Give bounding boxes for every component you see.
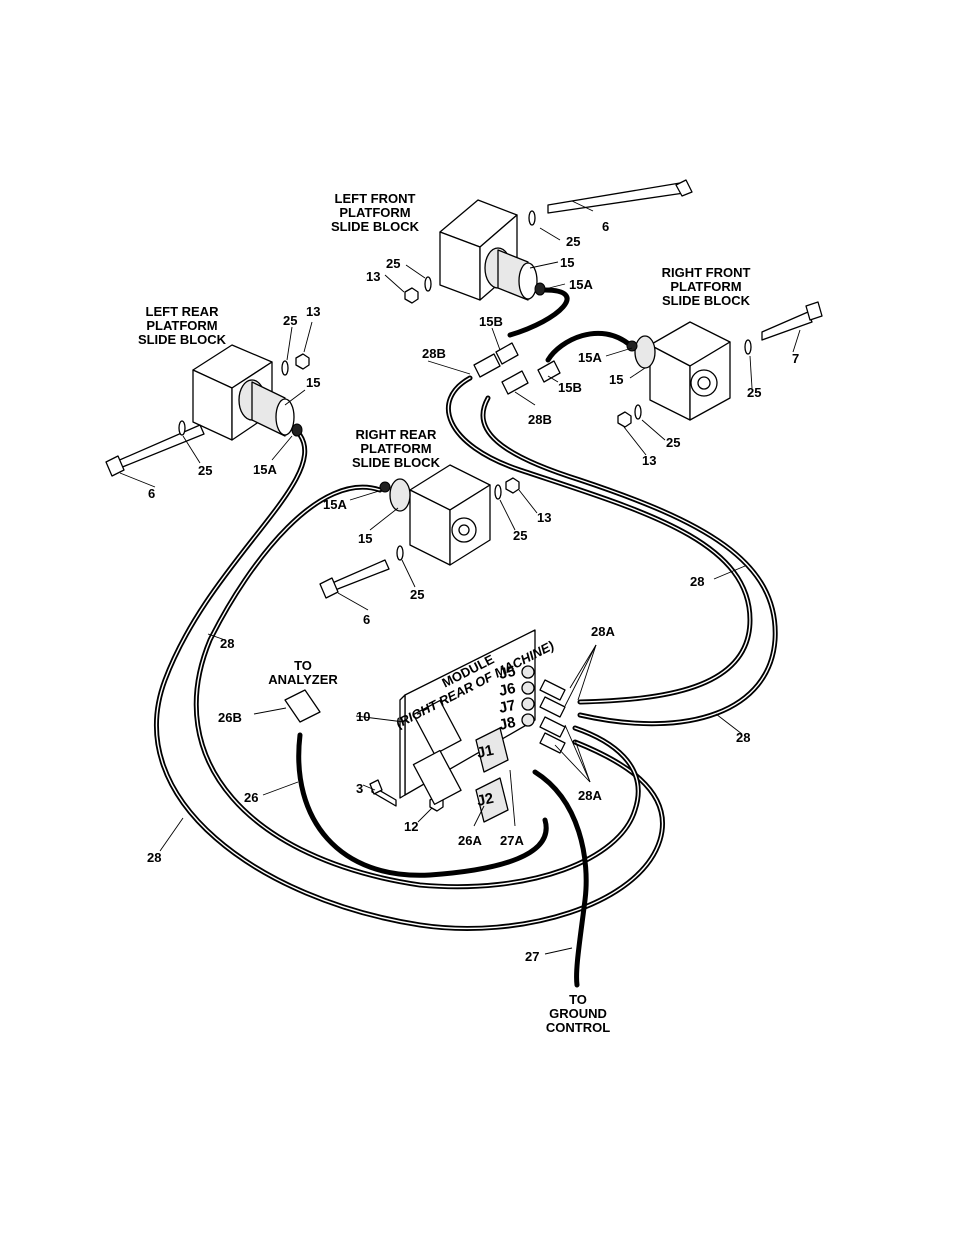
jack-j7-label: J7 — [497, 697, 517, 717]
callout-28: 28 — [220, 636, 234, 651]
callout-28: 28 — [147, 850, 161, 865]
connector-j1-label: J1 — [475, 742, 495, 762]
callout-28: 28 — [736, 730, 750, 745]
jack-labels: J5 J6 J7 J8 J1 J2 — [475, 663, 517, 810]
callout-15a: 15A — [578, 350, 602, 365]
callout-28a: 28A — [578, 788, 602, 803]
callout-26: 26 — [244, 790, 258, 805]
callout-28b: 28B — [422, 346, 446, 361]
callout-15b: 15B — [558, 380, 582, 395]
callout-13: 13 — [306, 304, 320, 319]
callout-28: 28 — [690, 574, 704, 589]
callouts: 6 25 15 15A 25 13 15B 28B 15B 28B 7 25 1… — [147, 219, 799, 964]
jack-j8-label: J8 — [497, 714, 517, 734]
callout-27a: 27A — [500, 833, 524, 848]
callout-27: 27 — [525, 949, 539, 964]
callout-25: 25 — [513, 528, 527, 543]
cables — [153, 287, 778, 988]
callout-3: 3 — [356, 781, 363, 796]
module — [284, 629, 566, 823]
callout-26b: 26B — [218, 710, 242, 725]
callout-25: 25 — [386, 256, 400, 271]
callout-15: 15 — [609, 372, 623, 387]
left-rear-slide-block — [192, 344, 303, 441]
title-line: PLATFORM — [146, 318, 217, 333]
title-line: RIGHT FRONT — [662, 265, 751, 280]
callout-15a: 15A — [569, 277, 593, 292]
callout-28a: 28A — [591, 624, 615, 639]
callout-28b: 28B — [528, 412, 552, 427]
callout-25: 25 — [566, 234, 580, 249]
callout-25: 25 — [410, 587, 424, 602]
callout-25: 25 — [283, 313, 297, 328]
title-line: LEFT FRONT — [335, 191, 416, 206]
callout-25: 25 — [666, 435, 680, 450]
callout-15a: 15A — [323, 497, 347, 512]
title-line: SLIDE BLOCK — [352, 455, 441, 470]
title-line: CONTROL — [546, 1020, 610, 1035]
right-front-slide-block — [626, 321, 731, 421]
connector-j2-label: J2 — [475, 790, 495, 810]
title-line: RIGHT REAR — [356, 427, 438, 442]
callout-15a: 15A — [253, 462, 277, 477]
jack-j6-label: J6 — [497, 680, 517, 700]
title-line: ANALYZER — [268, 672, 338, 687]
callout-6: 6 — [602, 219, 609, 234]
callout-25: 25 — [747, 385, 761, 400]
callout-15: 15 — [358, 531, 372, 546]
callout-6: 6 — [148, 486, 155, 501]
title-line: LEFT REAR — [146, 304, 220, 319]
callout-15b: 15B — [479, 314, 503, 329]
callout-15: 15 — [560, 255, 574, 270]
callout-6: 6 — [363, 612, 370, 627]
leader-lines — [119, 200, 801, 955]
callout-13: 13 — [537, 510, 551, 525]
callout-10: 10 — [356, 709, 370, 724]
inline-connectors — [473, 342, 561, 395]
title-line: SLIDE BLOCK — [138, 332, 227, 347]
hardware — [105, 179, 823, 812]
left-front-slide-block — [439, 199, 546, 301]
title-line: PLATFORM — [670, 279, 741, 294]
callout-13: 13 — [642, 453, 656, 468]
title-line: SLIDE BLOCK — [662, 293, 751, 308]
callout-13: 13 — [366, 269, 380, 284]
right-rear-slide-block — [379, 464, 491, 566]
callout-15: 15 — [306, 375, 320, 390]
title-line: PLATFORM — [360, 441, 431, 456]
callout-7: 7 — [792, 351, 799, 366]
callout-12: 12 — [404, 819, 418, 834]
callout-25: 25 — [198, 463, 212, 478]
title-line: PLATFORM — [339, 205, 410, 220]
callout-26a: 26A — [458, 833, 482, 848]
title-line: TO — [294, 658, 312, 673]
jack-j5-label: J5 — [497, 663, 517, 683]
title-line: TO — [569, 992, 587, 1007]
title-line: GROUND — [549, 1006, 607, 1021]
title-line: SLIDE BLOCK — [331, 219, 420, 234]
